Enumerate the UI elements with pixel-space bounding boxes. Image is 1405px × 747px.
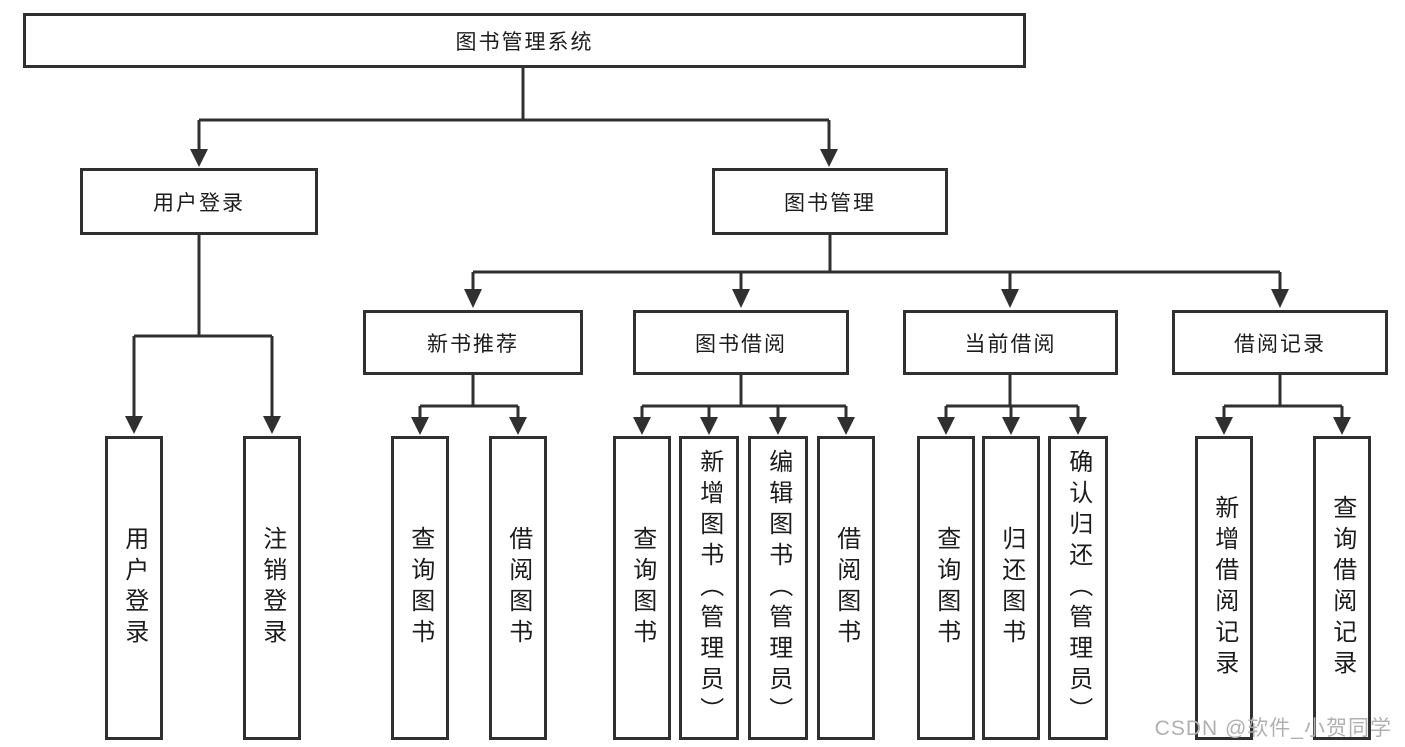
node-label: 借阅记录 (1234, 332, 1326, 356)
node-leaf-return-books: 归还图书 (982, 436, 1040, 740)
node-label: 查询借阅记录 (1328, 495, 1356, 681)
node-label: 确认归还（管理员） (1064, 448, 1092, 728)
node-label: 查询图书 (932, 526, 960, 650)
node-leaf-query-books-current: 查询图书 (917, 436, 975, 740)
node-label: 新增图书（管理员） (695, 448, 723, 728)
node-label: 用户登录 (153, 191, 245, 215)
node-label: 归还图书 (997, 526, 1025, 650)
node-new-book-recommendation: 新书推荐 (363, 310, 583, 375)
node-label: 编辑图书（管理员） (764, 448, 792, 728)
node-leaf-edit-books-admin: 编辑图书（管理员） (748, 436, 808, 740)
node-leaf-borrow-books-borrowing: 借阅图书 (817, 436, 875, 740)
node-label: 当前借阅 (964, 332, 1057, 356)
node-user-login: 用户登录 (80, 168, 318, 235)
node-borrowing-records: 借阅记录 (1172, 310, 1388, 375)
node-leaf-borrow-books-recommend: 借阅图书 (489, 436, 547, 740)
node-leaf-add-borrow-record: 新增借阅记录 (1195, 436, 1253, 740)
node-leaf-query-books-borrowing: 查询图书 (613, 436, 671, 740)
node-leaf-add-books-admin: 新增图书（管理员） (679, 436, 739, 740)
node-label: 注销登录 (258, 526, 286, 650)
node-label: 借阅图书 (832, 526, 860, 650)
watermark: CSDN @软件_小贺同学 (1154, 717, 1392, 740)
node-label: 新增借阅记录 (1210, 495, 1238, 681)
node-label: 查询图书 (406, 526, 434, 650)
node-label: 图书借阅 (695, 332, 787, 356)
node-library-management-system: 图书管理系统 (23, 13, 1026, 68)
node-leaf-user-login: 用户登录 (105, 436, 163, 740)
node-label: 查询图书 (628, 526, 656, 650)
node-label: 图书管理 (784, 191, 876, 215)
node-book-borrowing: 图书借阅 (633, 310, 849, 375)
node-current-borrowing: 当前借阅 (903, 310, 1118, 375)
node-leaf-confirm-return-admin: 确认归还（管理员） (1048, 436, 1108, 740)
node-label: 图书管理系统 (455, 30, 594, 54)
node-label: 新书推荐 (427, 332, 519, 356)
node-label: 借阅图书 (504, 526, 532, 650)
node-leaf-logout-login: 注销登录 (243, 436, 301, 740)
node-book-management: 图书管理 (712, 168, 948, 235)
node-label: 用户登录 (120, 526, 148, 650)
node-leaf-query-borrow-record: 查询借阅记录 (1313, 436, 1371, 740)
node-leaf-query-books-recommend: 查询图书 (391, 436, 449, 740)
